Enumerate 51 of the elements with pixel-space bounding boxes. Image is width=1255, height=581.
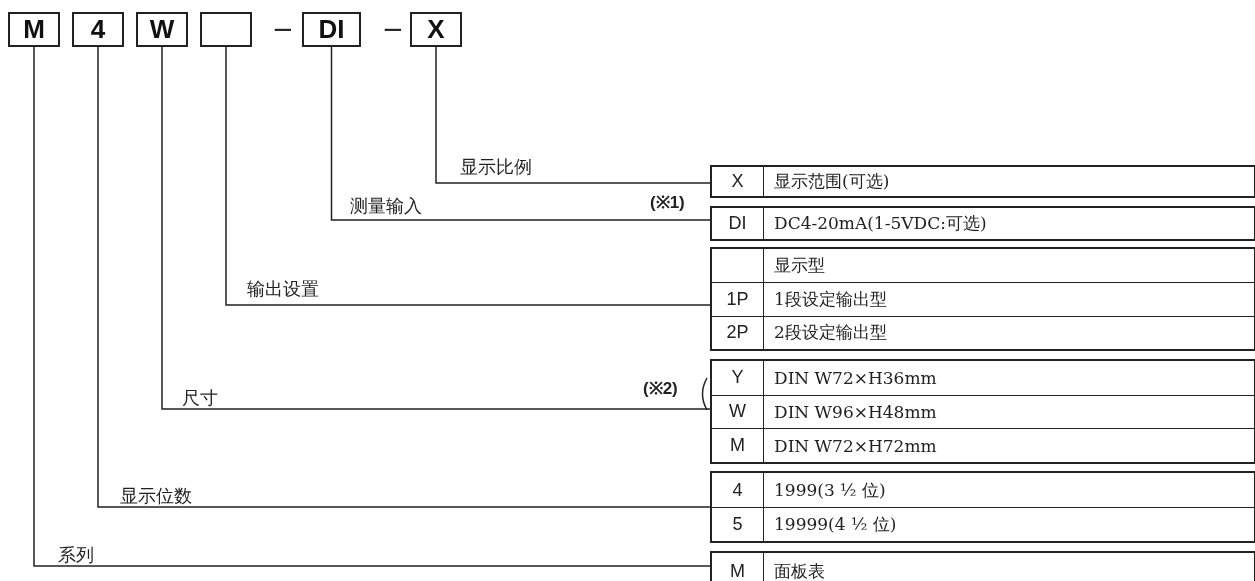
- edge-label: 输出设置: [247, 279, 319, 299]
- option-table: [710, 471, 1255, 543]
- option-row: [712, 507, 1254, 541]
- option-table: [710, 247, 1255, 351]
- option-code: M: [712, 429, 764, 462]
- leader-line: [97, 46, 711, 508]
- option-code: 5: [712, 508, 764, 541]
- footnote-mark: (※2): [643, 380, 678, 399]
- option-description: 2段设定输出型: [773, 321, 887, 345]
- edge-label: 测量输入: [350, 196, 422, 216]
- option-row: [712, 394, 1254, 429]
- option-description: 1999(3 ½ 位): [773, 478, 886, 502]
- edge-label: 显示比例: [460, 157, 532, 177]
- leader-line: [161, 46, 711, 410]
- option-code: 4: [712, 473, 764, 507]
- code-box: X: [410, 12, 462, 47]
- option-description: DIN W72×H72mm: [773, 435, 937, 456]
- leader-line: [33, 46, 711, 567]
- option-code: DI: [712, 208, 764, 239]
- option-code: W: [712, 395, 764, 429]
- leader-line: [225, 46, 711, 306]
- separator-dash: −: [382, 14, 404, 44]
- option-code: 1P: [712, 283, 764, 316]
- option-code: Y: [712, 361, 764, 395]
- code-box: DI: [302, 12, 361, 47]
- option-row: [712, 315, 1254, 349]
- option-code: 2P: [712, 316, 764, 349]
- footnote-mark: (※1): [650, 194, 685, 213]
- option-description: DIN W72×H36mm: [773, 367, 937, 388]
- code-box: W: [136, 12, 188, 47]
- option-code: M: [712, 553, 764, 581]
- option-description: 19999(4 ½ 位): [773, 513, 897, 536]
- option-description: DIN W96×H48mm: [773, 402, 937, 422]
- leader-line: [330, 46, 711, 221]
- option-description: 显示范围(可选): [773, 170, 890, 193]
- code-box: M: [8, 12, 60, 47]
- edge-label: 显示位数: [120, 486, 192, 506]
- option-description: 面板表: [773, 559, 825, 581]
- option-description: 1段设定输出型: [773, 288, 887, 311]
- blank-code-box: [200, 12, 252, 47]
- option-description: 显示型: [773, 254, 825, 278]
- separator-dash: −: [272, 14, 294, 44]
- option-table: [710, 359, 1255, 464]
- edge-label: 尺寸: [182, 388, 218, 408]
- code-box: 4: [72, 12, 124, 47]
- option-description: DC4-20mA(1-5VDC:可选): [773, 212, 987, 235]
- option-row: [712, 282, 1254, 316]
- edge-label: 系列: [58, 545, 94, 565]
- option-row: [712, 428, 1254, 462]
- option-code: X: [712, 167, 764, 196]
- leader-line: [435, 46, 711, 184]
